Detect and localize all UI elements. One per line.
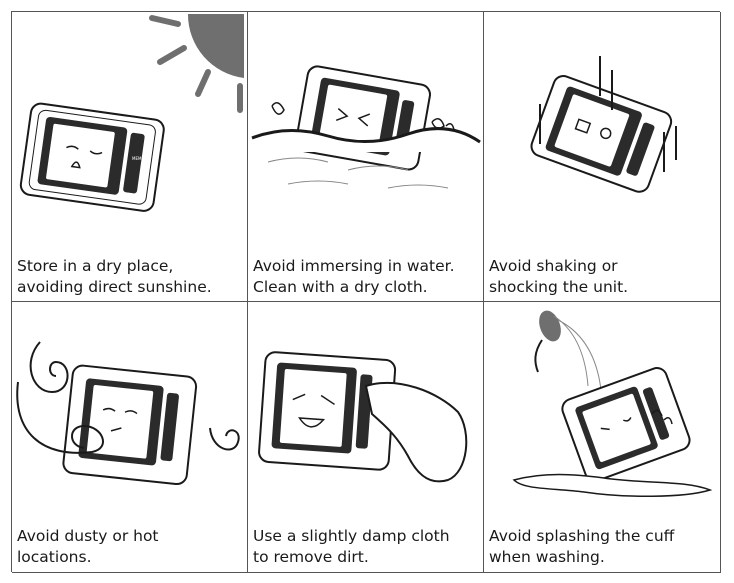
caption-line-2: to remove dirt. <box>253 548 369 566</box>
caption-line-2: when washing. <box>489 548 605 566</box>
caption: Use a slightly damp cloth to remove dirt… <box>253 526 481 568</box>
shake-lines <box>539 56 677 172</box>
cloth-icon <box>364 381 468 483</box>
shower-head-icon <box>534 310 603 401</box>
caption-line-1: Avoid splashing the cuff <box>489 527 675 545</box>
care-instructions-grid: MEM Store in a dry place, avoiding direc… <box>11 11 721 573</box>
caption-line-2: Clean with a dry cloth. <box>253 278 428 296</box>
caption-line-2: shocking the unit. <box>489 278 629 296</box>
device-icon <box>295 65 431 171</box>
illustration-cloth-device <box>258 351 468 483</box>
device-icon <box>258 351 397 471</box>
sun-icon <box>149 14 244 113</box>
panel-damp-cloth: Use a slightly damp cloth to remove dirt… <box>248 302 484 573</box>
caption: Avoid shaking or shocking the unit. <box>489 256 718 298</box>
illustration-water-device <box>251 65 481 189</box>
caption: Avoid immersing in water. Clean with a d… <box>253 256 481 298</box>
device-mem-label: MEM <box>132 156 142 161</box>
panel-splashing: Avoid splashing the cuff when washing. <box>484 302 721 573</box>
droplet-icon <box>431 118 455 131</box>
illustration-shower-device <box>512 310 713 497</box>
droplet-icon <box>651 409 673 425</box>
panel-water: Avoid immersing in water. Clean with a d… <box>248 12 484 302</box>
device-icon <box>19 102 165 212</box>
panel-shaking: Avoid shaking or shocking the unit. <box>484 12 721 302</box>
panel-dusty: Avoid dusty or hot locations. <box>12 302 248 573</box>
caption-line-2: locations. <box>17 548 92 566</box>
caption-line-2: avoiding direct sunshine. <box>17 278 212 296</box>
illustration-shaking-device <box>530 56 677 193</box>
water-surface <box>251 127 481 144</box>
device-icon <box>561 367 691 482</box>
dust-swirl <box>16 381 104 454</box>
device-icon <box>62 364 198 486</box>
cuff-icon <box>512 473 713 497</box>
caption-line-1: Store in a dry place, <box>17 257 174 275</box>
caption-line-1: Avoid dusty or hot <box>17 527 159 545</box>
caption: Avoid dusty or hot locations. <box>17 526 245 568</box>
caption-line-1: Use a slightly damp cloth <box>253 527 450 545</box>
illustration-dust-device <box>16 341 240 486</box>
caption: Avoid splashing the cuff when washing. <box>489 526 718 568</box>
illustration-sun-device: MEM <box>19 14 244 212</box>
caption: Store in a dry place, avoiding direct su… <box>17 256 245 298</box>
dust-swirl <box>29 341 69 394</box>
droplet-icon <box>271 102 285 115</box>
dust-swirl <box>209 427 240 451</box>
device-icon <box>530 75 673 193</box>
panel-dry-place: MEM Store in a dry place, avoiding direc… <box>12 12 248 302</box>
caption-line-1: Avoid immersing in water. <box>253 257 455 275</box>
caption-line-1: Avoid shaking or <box>489 257 618 275</box>
